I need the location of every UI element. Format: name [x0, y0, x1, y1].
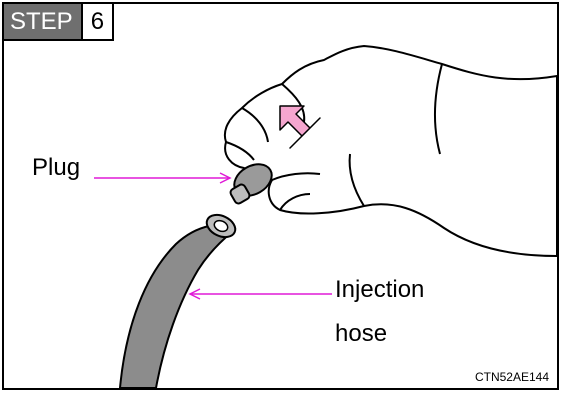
plug-label: Plug [32, 154, 80, 182]
injection-hose-label-line1: Injection [335, 276, 424, 304]
glove-hand [225, 46, 557, 256]
illustration-frame: STEP 6 [2, 2, 559, 390]
injection-hose-label-line2: hose [335, 320, 387, 348]
illustration [4, 4, 557, 388]
injection-hose [120, 211, 239, 388]
plug-leader [94, 173, 230, 183]
figure-code: CTN52AE144 [475, 370, 549, 384]
hose-leader [190, 289, 332, 299]
